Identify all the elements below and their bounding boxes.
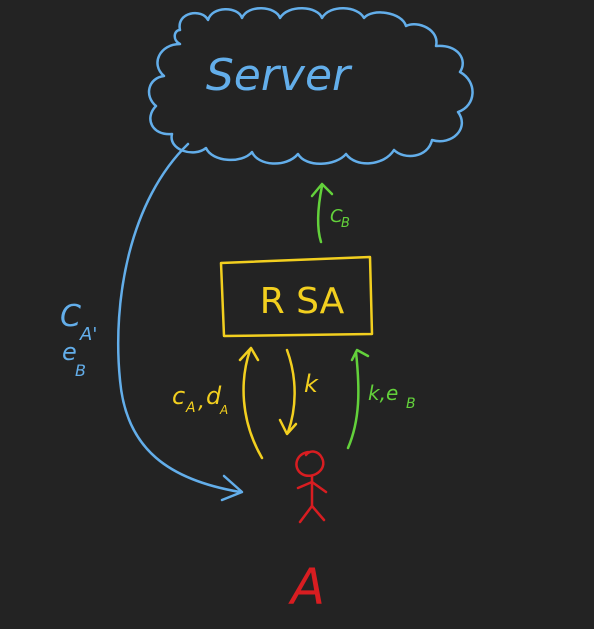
rsa-to-server-arrowhead [310, 182, 334, 198]
rsa-label: R SA [260, 281, 345, 322]
server-node: Server [147, 7, 474, 165]
server-cloud-shape [147, 7, 474, 165]
rsa-box-shape [219, 255, 374, 338]
actor-stick-figure [295, 450, 328, 524]
actor-to-rsa-green-arrowhead [350, 348, 370, 362]
actor-to-rsa-green-edge: k,e B [346, 348, 416, 450]
rsa-to-server-label: C [330, 206, 343, 227]
server-label: Server [206, 50, 353, 101]
rsa-to-server-label-sub: B [341, 216, 350, 231]
rsa-to-actor-edge: k [278, 348, 319, 436]
actor-legs [298, 504, 326, 524]
actor-to-rsa-yellow-label-c: c [172, 382, 185, 410]
actor-to-rsa-yellow-label-d-sub: A [219, 403, 228, 417]
rsa-to-actor-arrowhead [278, 418, 298, 436]
rsa-node: R SA [219, 255, 374, 338]
server-to-actor-label-line1: C [60, 299, 81, 334]
actor-to-rsa-green-arrow-line [346, 350, 360, 450]
actor-to-rsa-yellow-edge: c A , d A [172, 346, 264, 460]
actor-to-rsa-green-label: k,e [368, 381, 398, 405]
actor-to-rsa-yellow-label-sep: , [198, 389, 205, 414]
server-to-actor-label-line2: e [62, 338, 77, 366]
actor-to-rsa-yellow-arrow-line [242, 348, 264, 460]
actor-arms [296, 480, 328, 494]
actor-node: A [288, 450, 328, 616]
server-to-actor-label-line2-sub: B [75, 361, 86, 380]
actor-to-rsa-green-label-sub: B [406, 396, 416, 412]
actor-to-rsa-yellow-label: c A , d A [172, 382, 228, 417]
actor-to-rsa-yellow-label-d: d [206, 382, 222, 410]
server-to-actor-arrowhead [220, 474, 244, 502]
server-to-actor-arrow-line [117, 142, 242, 494]
rsa-to-server-arrow-line [316, 184, 324, 244]
rsa-to-server-edge: C B [310, 182, 350, 244]
rsa-to-actor-label: k [304, 370, 319, 398]
server-to-actor-label: C A' e B [60, 299, 97, 380]
rsa-to-actor-arrow-line [285, 348, 296, 434]
actor-head [295, 450, 325, 477]
server-to-actor-label-line1-sub: A' [79, 324, 97, 345]
actor-to-rsa-yellow-label-c-sub: A [185, 400, 196, 416]
server-to-actor-edge: C A' e B [60, 142, 244, 502]
actor-to-rsa-yellow-arrowhead [238, 346, 260, 362]
actor-label: A [288, 558, 325, 616]
